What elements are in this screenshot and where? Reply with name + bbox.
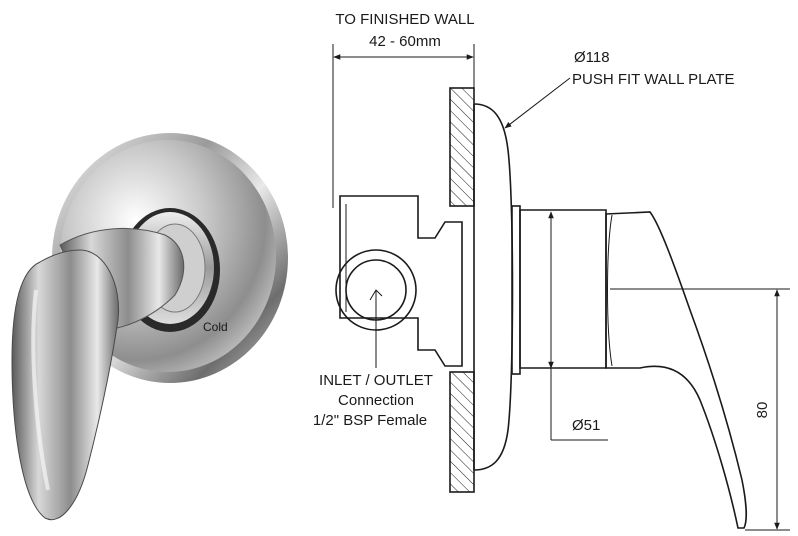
height-dimension-label: 80 — [754, 402, 771, 419]
wall-depth-range: 42 - 60mm — [369, 33, 441, 50]
mixer-cylinder — [519, 209, 607, 369]
wall-section-upper — [449, 87, 475, 207]
wall-section-lower — [449, 371, 475, 493]
product-photo: Cold — [11, 133, 288, 521]
wall-plate-profile — [473, 103, 514, 471]
lever-profile — [605, 211, 747, 529]
handle-lever[interactable] — [11, 249, 120, 521]
technical-drawing: TO FINISHED WALL 42 - 60mm Ø118 PUSH FIT… — [313, 11, 790, 531]
connection-label: Connection — [338, 392, 414, 409]
cold-label: Cold — [203, 320, 228, 334]
valve-body-outline — [339, 195, 463, 367]
wall-depth-title: TO FINISHED WALL — [335, 11, 474, 28]
plate-description-label: PUSH FIT WALL PLATE — [572, 71, 735, 88]
bsp-female-label: 1/2" BSP Female — [313, 412, 427, 429]
plate-leader — [504, 77, 571, 129]
plate-diameter-label: Ø118 — [574, 49, 610, 66]
inlet-outlet-label: INLET / OUTLET — [319, 372, 433, 389]
body-diameter-label: Ø51 — [572, 417, 600, 434]
